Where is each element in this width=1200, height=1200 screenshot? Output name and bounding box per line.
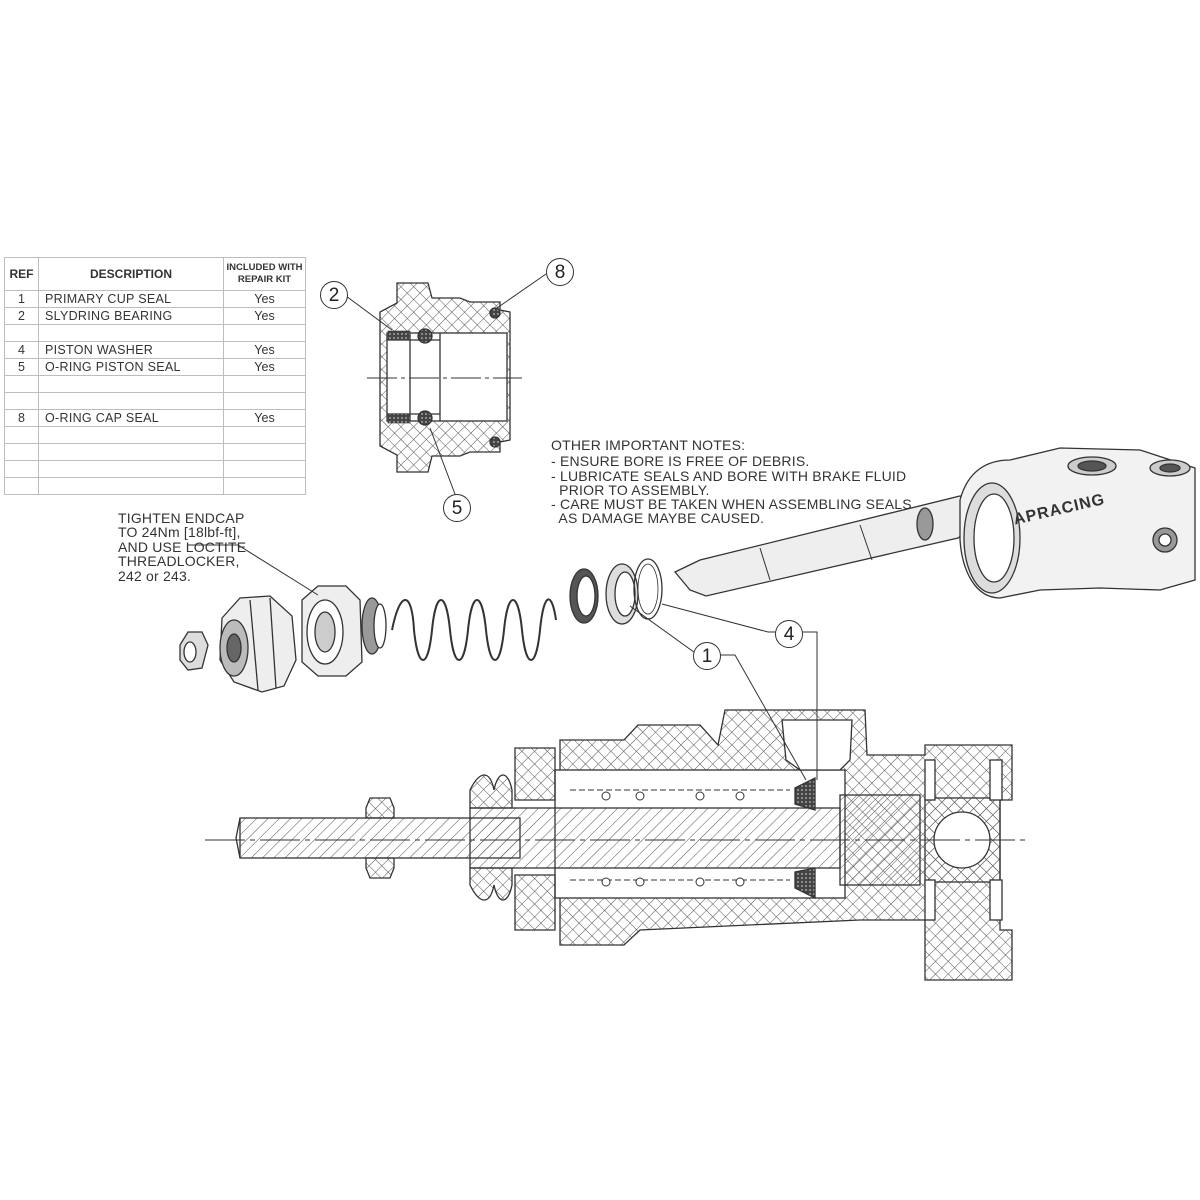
cell-repair-kit bbox=[223, 477, 306, 495]
return-spring bbox=[391, 598, 557, 661]
table-row bbox=[4, 426, 306, 444]
cell-ref bbox=[4, 324, 39, 342]
master-cylinder-body bbox=[959, 447, 1196, 599]
main-cross-section bbox=[205, 709, 1030, 981]
cell-ref bbox=[4, 443, 39, 461]
table-row bbox=[4, 477, 306, 495]
endcap bbox=[219, 595, 297, 693]
spring-section bbox=[570, 789, 790, 887]
cell-description bbox=[38, 375, 224, 393]
callout-8: 8 bbox=[546, 258, 574, 286]
header-repair-kit: INCLUDED WITH REPAIR KIT bbox=[223, 257, 306, 291]
table-row bbox=[4, 324, 306, 342]
cell-ref: 2 bbox=[4, 307, 39, 325]
endcap-note-line: 242 or 243. bbox=[118, 568, 192, 584]
primary-cup-seal bbox=[569, 563, 639, 625]
cell-ref bbox=[4, 392, 39, 410]
cell-repair-kit bbox=[223, 426, 306, 444]
piston-washer bbox=[633, 558, 663, 620]
cell-repair-kit: Yes bbox=[223, 409, 306, 427]
cell-repair-kit: Yes bbox=[223, 307, 306, 325]
callout-2: 2 bbox=[320, 281, 348, 309]
cell-description bbox=[38, 324, 224, 342]
cell-repair-kit bbox=[223, 460, 306, 478]
table-row bbox=[4, 460, 306, 478]
cell-repair-kit bbox=[223, 324, 306, 342]
table-row bbox=[4, 392, 306, 410]
note-line: - CARE MUST BE TAKEN WHEN ASSEMBLING SEA… bbox=[551, 496, 912, 512]
cell-repair-kit: Yes bbox=[223, 341, 306, 359]
note-line: PRIOR TO ASSEMBLY. bbox=[551, 482, 710, 498]
cell-description bbox=[38, 443, 224, 461]
cell-description: PISTON WASHER bbox=[38, 341, 224, 359]
callout-4: 4 bbox=[775, 620, 803, 648]
callout-1: 1 bbox=[693, 642, 721, 670]
notes-title: OTHER IMPORTANT NOTES: bbox=[551, 437, 746, 453]
endcap-note-line: TO 24Nm [18lbf-ft], bbox=[118, 524, 241, 540]
cell-description: O-RING PISTON SEAL bbox=[38, 358, 224, 376]
cell-ref bbox=[4, 426, 39, 444]
cell-ref bbox=[4, 477, 39, 495]
piston-and-push-rod bbox=[673, 495, 976, 597]
cell-ref: 4 bbox=[4, 341, 39, 359]
table-header-row: REF DESCRIPTION INCLUDED WITH REPAIR KIT bbox=[4, 257, 306, 291]
cell-repair-kit: Yes bbox=[223, 290, 306, 308]
exploded-parts bbox=[179, 447, 1196, 693]
cap-section-detail bbox=[345, 273, 547, 503]
note-line: - LUBRICATE SEALS AND BORE WITH BRAKE FL… bbox=[551, 468, 907, 484]
cell-description bbox=[38, 426, 224, 444]
cell-description bbox=[38, 460, 224, 478]
note-line: AS DAMAGE MAYBE CAUSED. bbox=[551, 510, 765, 526]
parts-list-table: REF DESCRIPTION INCLUDED WITH REPAIR KIT… bbox=[4, 257, 306, 495]
cell-description: PRIMARY CUP SEAL bbox=[38, 290, 224, 308]
cell-description: O-RING CAP SEAL bbox=[38, 409, 224, 427]
cell-repair-kit bbox=[223, 443, 306, 461]
cell-repair-kit bbox=[223, 375, 306, 393]
table-row bbox=[4, 443, 306, 461]
header-description: DESCRIPTION bbox=[38, 257, 224, 291]
cell-ref: 5 bbox=[4, 358, 39, 376]
cell-ref bbox=[4, 375, 39, 393]
cell-description bbox=[38, 392, 224, 410]
cell-ref: 1 bbox=[4, 290, 39, 308]
endcap-note-line: TIGHTEN ENDCAP bbox=[118, 510, 245, 526]
cell-description bbox=[38, 477, 224, 495]
cell-repair-kit bbox=[223, 392, 306, 410]
table-row bbox=[4, 375, 306, 393]
reservoir-cap-housing bbox=[301, 585, 387, 677]
cell-ref bbox=[4, 460, 39, 478]
header-ref: REF bbox=[4, 257, 39, 291]
callout-5: 5 bbox=[443, 494, 471, 522]
note-line: - ENSURE BORE IS FREE OF DEBRIS. bbox=[551, 453, 810, 469]
cell-ref: 8 bbox=[4, 409, 39, 427]
lock-nut bbox=[179, 631, 209, 671]
cell-repair-kit: Yes bbox=[223, 358, 306, 376]
endcap-note-line: AND USE LOCTITE bbox=[118, 539, 247, 555]
endcap-note-line: THREADLOCKER, bbox=[118, 553, 240, 569]
cell-description: SLYDRING BEARING bbox=[38, 307, 224, 325]
